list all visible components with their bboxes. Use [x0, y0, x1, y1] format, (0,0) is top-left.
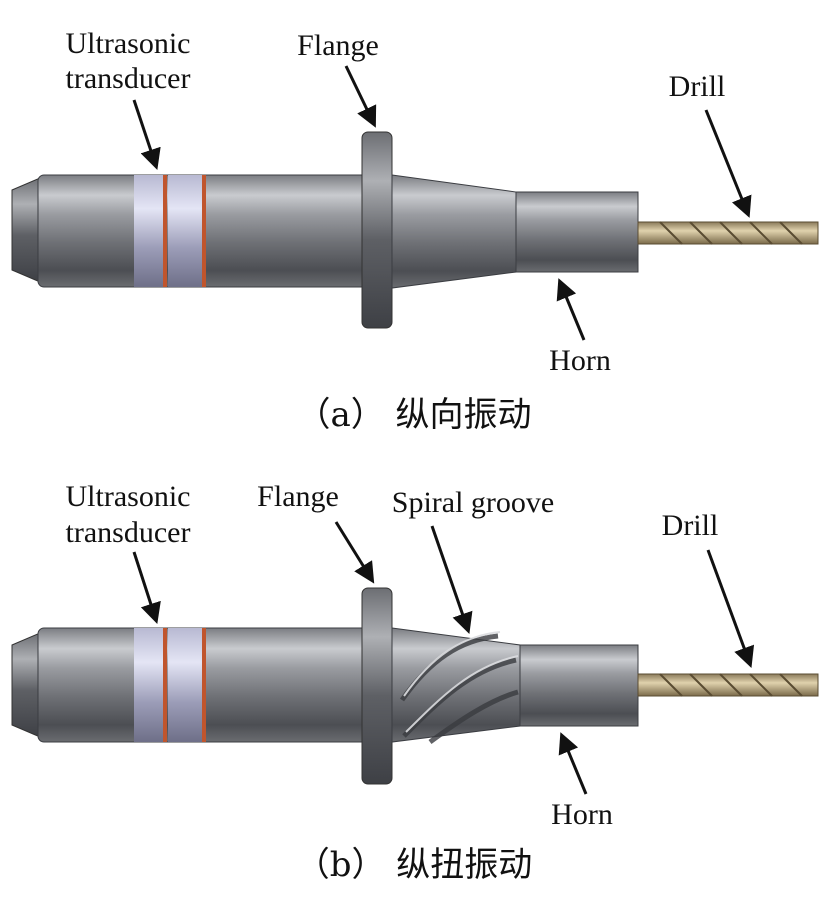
arrow-horn-a — [556, 278, 586, 341]
copper-electrode-b-2 — [202, 628, 206, 742]
arrow-horn-b — [558, 732, 588, 795]
piezo-ring-b-1 — [134, 628, 164, 742]
flange-b — [361, 587, 393, 785]
caption-a: （a） 纵向振动 — [296, 395, 531, 435]
hex-nut-a — [11, 177, 41, 283]
label-transducer-a-line1: Ultrasonic — [66, 27, 191, 60]
piezo-ring-a-2 — [168, 175, 202, 287]
drill-flutes-b — [659, 673, 803, 697]
horn-taper-a — [391, 174, 517, 289]
drill-flutes-a — [659, 221, 803, 245]
panel-b-assembly — [11, 587, 819, 785]
hex-nut-b — [11, 632, 41, 738]
copper-electrode-a-1 — [163, 175, 167, 287]
arrow-spiral-groove — [430, 525, 473, 634]
label-transducer-b-line2: transducer — [66, 516, 191, 549]
arrow-drill-a — [704, 109, 752, 218]
label-horn-a: Horn — [549, 344, 611, 377]
drill-bit-b — [637, 673, 819, 697]
horn-tip-b — [519, 644, 639, 727]
piezo-ring-a-1 — [134, 175, 164, 287]
caption-b: （b） 纵扭振动 — [296, 845, 533, 885]
arrow-transducer-b — [132, 551, 161, 624]
arrow-flange-b — [334, 521, 375, 584]
piezo-ring-b-2 — [168, 628, 202, 742]
label-transducer-a-line2: transducer — [66, 62, 191, 95]
label-flange-a: Flange — [297, 29, 379, 62]
label-transducer-b-line1: Ultrasonic — [66, 480, 191, 513]
label-horn-b: Horn — [551, 798, 613, 831]
horn-tip-a — [515, 191, 639, 273]
copper-electrode-b-1 — [163, 628, 167, 742]
label-flange-b: Flange — [257, 480, 339, 513]
flange-a — [361, 131, 393, 329]
copper-electrode-a-2 — [202, 175, 206, 287]
label-drill-a: Drill — [669, 70, 726, 103]
label-spiral-groove: Spiral groove — [392, 486, 554, 519]
panel-a-assembly — [11, 131, 819, 329]
drill-bit-a — [637, 221, 819, 245]
label-drill-b: Drill — [662, 509, 719, 542]
arrow-flange-a — [344, 65, 377, 128]
arrow-drill-b — [706, 549, 755, 668]
arrow-transducer-a — [132, 99, 161, 170]
